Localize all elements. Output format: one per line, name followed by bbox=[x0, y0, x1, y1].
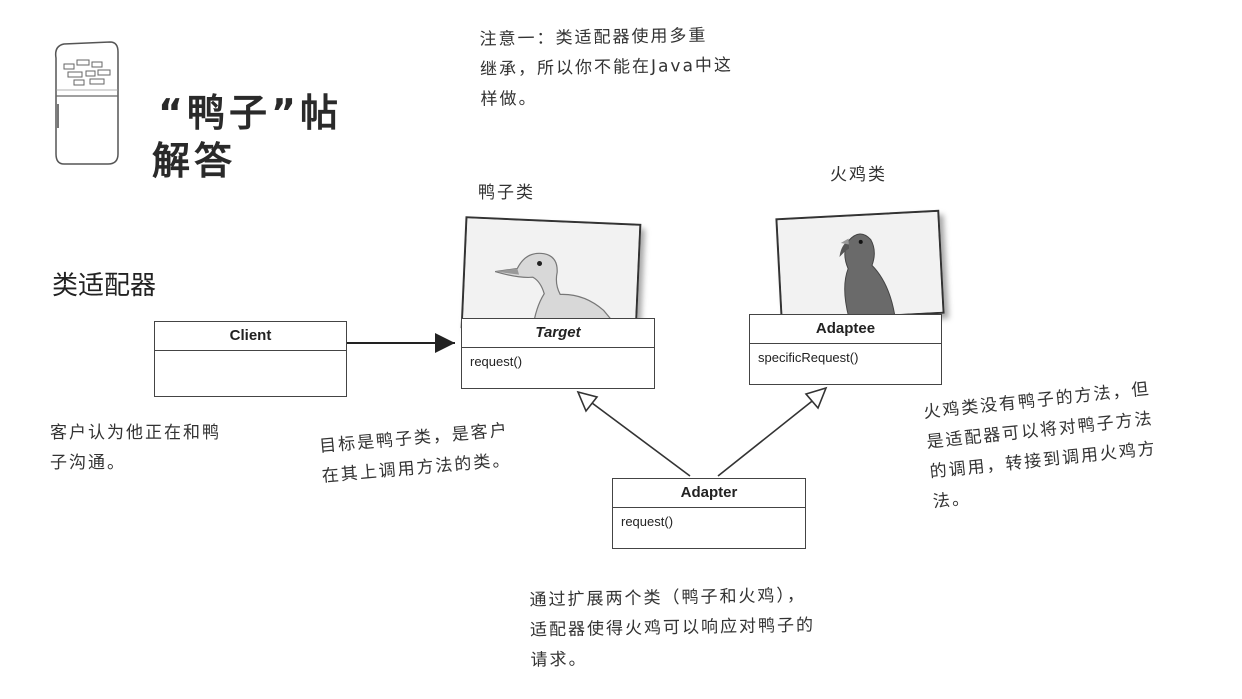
adaptee-class-operations: specificRequest() bbox=[758, 350, 859, 365]
adapter-note: 通过扩展两个类（鸭子和火鸡）， 适配器使得火鸡可以响应对鸭子的 请求。 bbox=[529, 579, 931, 676]
adapter-adaptee-inheritance bbox=[717, 397, 817, 477]
fridge-icon bbox=[50, 38, 122, 168]
adaptee-class-box: Adaptee specificRequest() bbox=[749, 314, 942, 385]
page-title-line1: “鸭子”帖 bbox=[158, 91, 342, 135]
adapter-target-inheritance bbox=[587, 399, 691, 477]
client-note: 客户认为他正在和鸭 子沟通。 bbox=[50, 418, 290, 478]
section-subtitle: 类适配器 bbox=[52, 270, 157, 300]
duck-class-label: 鸭子类 bbox=[478, 183, 535, 203]
adaptee-inheritance-arrowhead bbox=[804, 386, 828, 410]
target-class-box: Target request() bbox=[461, 318, 655, 389]
client-class-box: Client bbox=[154, 321, 347, 397]
page-title-line2: 解答 bbox=[152, 139, 237, 183]
adapter-class-operations: request() bbox=[621, 514, 674, 529]
adaptee-class-name: Adaptee bbox=[750, 315, 941, 344]
adapter-class-box: Adapter request() bbox=[612, 478, 806, 549]
turkey-class-label: 火鸡类 bbox=[830, 165, 887, 185]
client-note-line1: 客户认为他正在和鸭 bbox=[50, 423, 221, 443]
target-inheritance-arrowhead bbox=[576, 390, 599, 413]
client-note-line2: 子沟通。 bbox=[50, 453, 126, 473]
note-top-line3: 样做。 bbox=[480, 88, 538, 110]
note-multiple-inheritance: 注意一：类适配器使用多重 继承，所以你不能在Java中这 样做。 bbox=[479, 19, 801, 115]
duck-photo bbox=[460, 216, 642, 336]
client-class-name: Client bbox=[155, 322, 346, 351]
target-class-name: Target bbox=[462, 319, 654, 348]
client-class-operations bbox=[155, 351, 346, 363]
target-class-operations: request() bbox=[470, 354, 523, 369]
turkey-photo bbox=[775, 209, 945, 323]
adapter-class-name: Adapter bbox=[613, 479, 805, 508]
